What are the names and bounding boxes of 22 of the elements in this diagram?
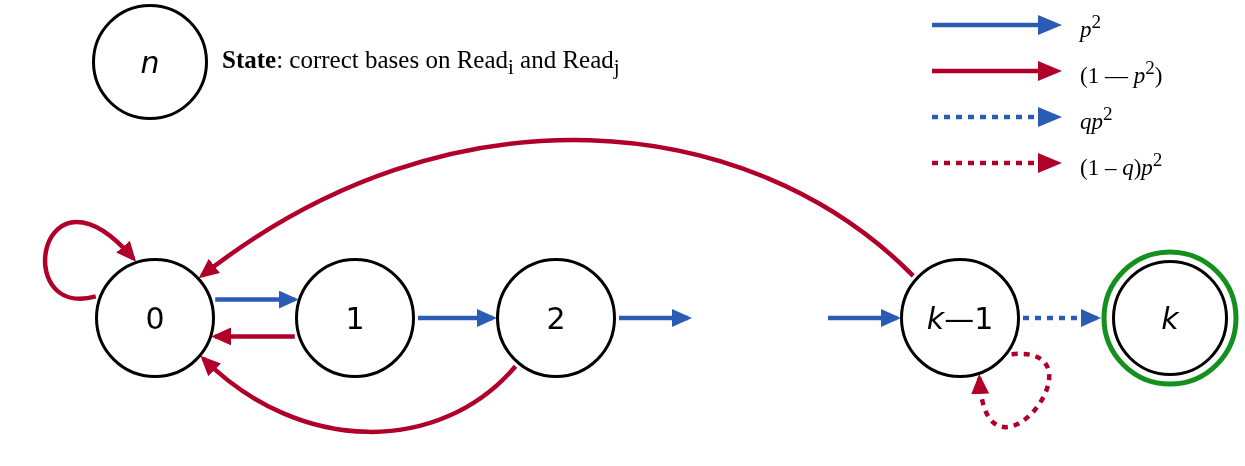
arrow	[972, 351, 1051, 429]
state-label: k	[1161, 300, 1179, 336]
legend-label: p$^{2}$	[1080, 11, 1102, 43]
arrow	[211, 327, 295, 346]
arrow	[215, 290, 299, 309]
state-description: State: correct bases on Read$_{i}$ and Read$_{j}$	[222, 46, 620, 80]
state-label: 1	[345, 300, 365, 336]
state-label: 0	[145, 300, 165, 336]
legend-label: (1 — p$^{2}$)	[1080, 57, 1163, 89]
state-label: k—1	[926, 300, 994, 336]
legend-label: (1 – q)p$^{2}$	[1080, 149, 1163, 181]
arrow	[1023, 309, 1101, 327]
legend-label: qp$^{2}$	[1080, 103, 1113, 135]
arrow	[418, 309, 497, 327]
arrow	[200, 355, 518, 435]
arrow	[828, 309, 901, 327]
state-label: n	[140, 44, 160, 80]
arrow	[198, 138, 915, 279]
arrow	[42, 220, 137, 301]
state-label: 2	[546, 300, 566, 336]
arrow	[619, 309, 692, 327]
state-circle	[1112, 260, 1228, 376]
